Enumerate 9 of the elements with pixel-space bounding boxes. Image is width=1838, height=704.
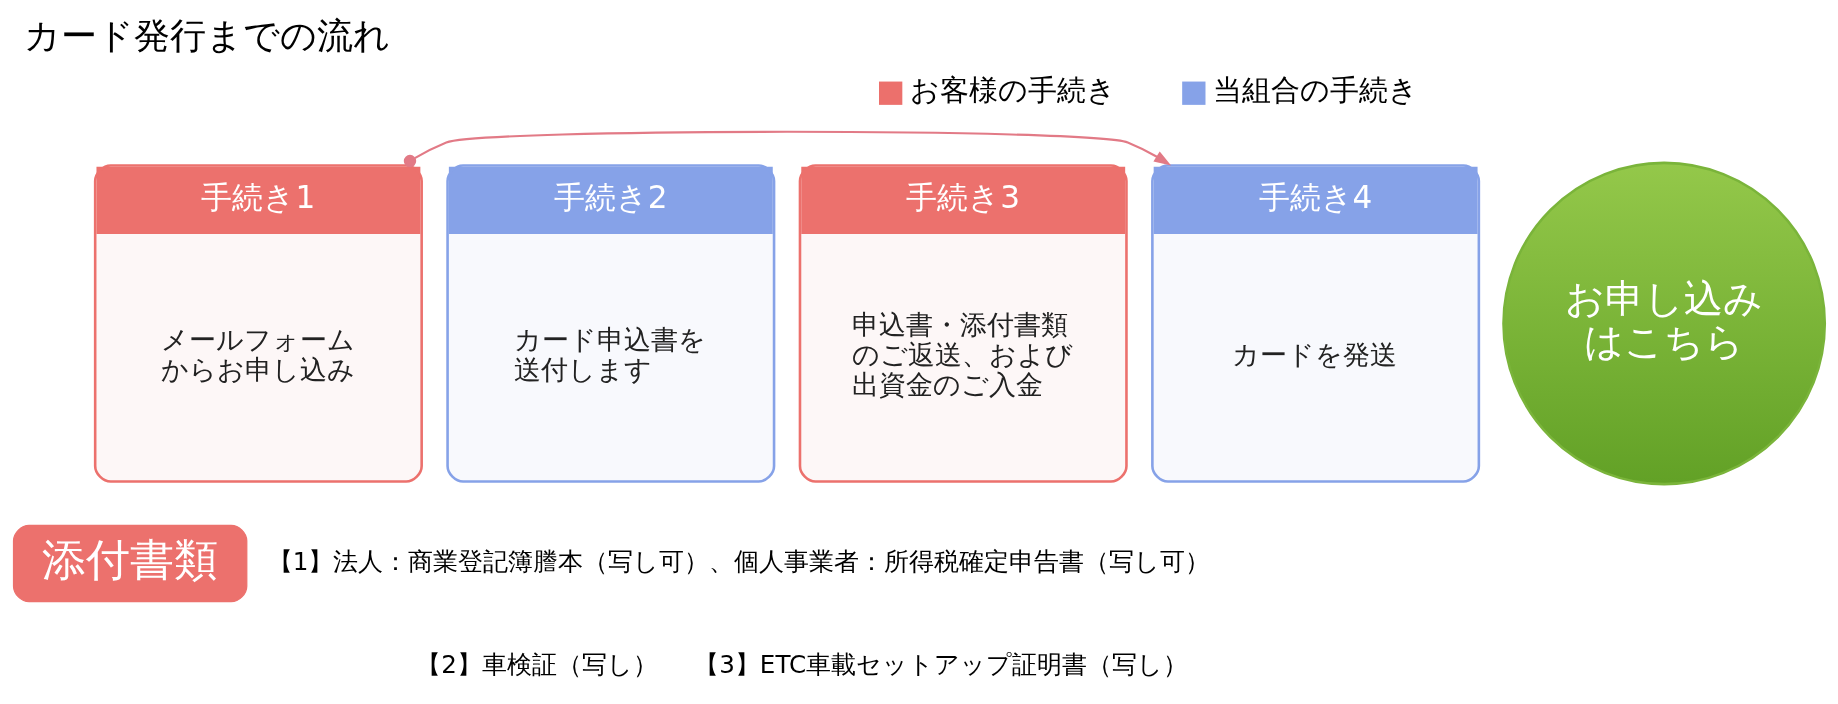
label: 【2】車検証（写し） — [416, 649, 658, 679]
diagram-title: カード発行までの流れ — [24, 14, 391, 58]
node-box: 添付書類 — [12, 524, 248, 603]
legend-label: 当組合の手続き — [1213, 74, 1419, 108]
legend-label: お客様の手続き — [910, 74, 1117, 108]
arrow — [403, 130, 1172, 168]
label: 【1】法人：商業登記簿謄本（写し可）、個人事業者：所得税確定申告書（写し可） — [267, 546, 1211, 576]
label: 【3】ETC車載セットアップ証明書（写し） — [694, 649, 1189, 679]
node-circle: お申し込みはこちら — [1502, 161, 1827, 486]
